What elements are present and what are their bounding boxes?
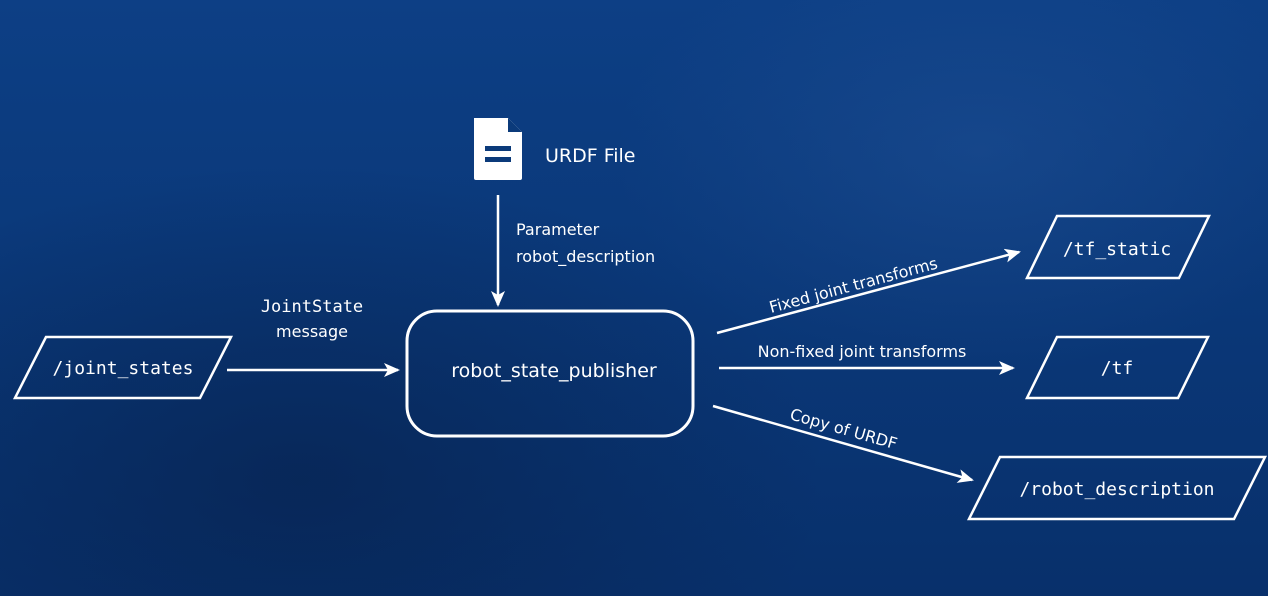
- robot-description-label: /robot_description: [1019, 479, 1214, 500]
- jointstate-message-label: message: [276, 322, 348, 341]
- fixed-transforms-label: Fixed joint transforms: [767, 254, 940, 317]
- joint-states-label: /joint_states: [53, 358, 194, 379]
- jointstate-label: JointState: [261, 297, 363, 317]
- parameter-label: Parameter: [516, 220, 600, 239]
- robot-state-publisher-label: robot_state_publisher: [451, 360, 657, 382]
- tf-static-topic: [1025, 214, 1211, 280]
- parameter-name-label: robot_description: [516, 247, 655, 267]
- tf-label: /tf: [1101, 358, 1134, 379]
- robot-state-publisher-node: [405, 309, 695, 438]
- fixed-transforms-arrow: [716, 248, 1021, 335]
- robot-description-topic: [966, 455, 1268, 521]
- joint-states-topic: [12, 335, 234, 400]
- tf-topic: [1024, 335, 1211, 400]
- nonfixed-transforms-label: Non-fixed joint transforms: [758, 342, 967, 361]
- document-icon: [474, 118, 522, 180]
- copy-urdf-arrow: [712, 404, 974, 483]
- tf-static-label: /tf_static: [1063, 239, 1171, 260]
- urdf-file-label: URDF File: [545, 145, 636, 167]
- copy-urdf-label: Copy of URDF: [788, 405, 899, 454]
